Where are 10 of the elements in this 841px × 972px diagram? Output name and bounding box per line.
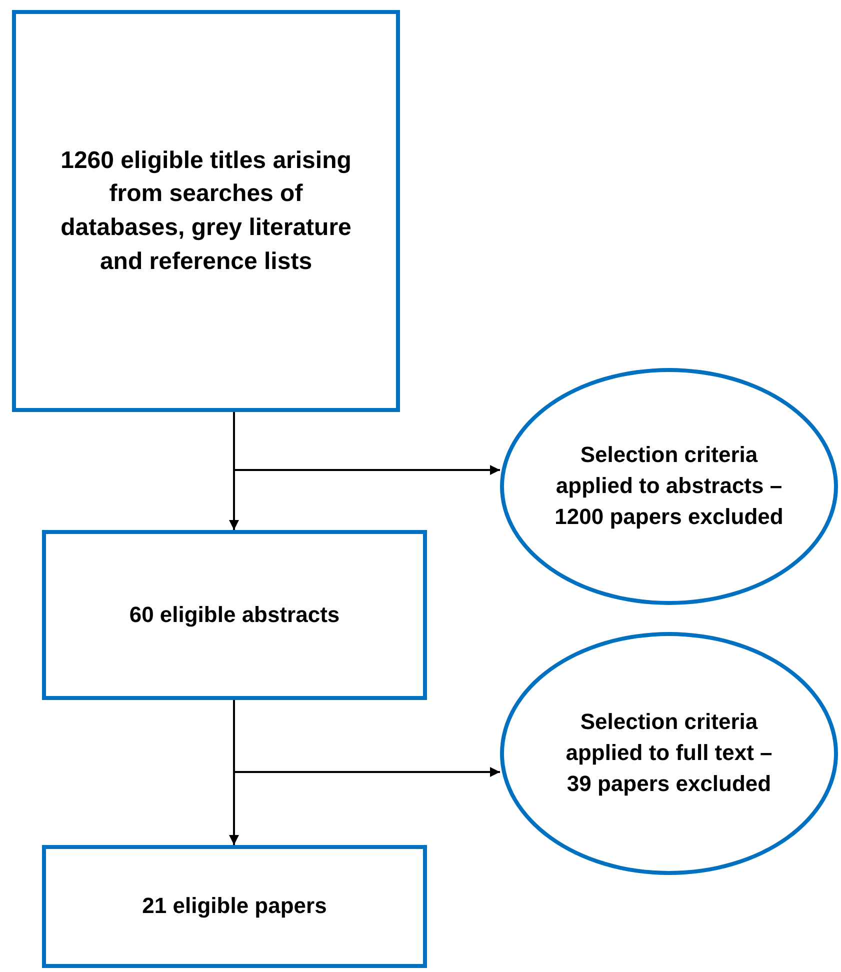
node-text: Selection criteria applied to abstracts – 1200 papers excluded xyxy=(554,441,784,531)
node-text: 1260 eligible titles arising from searches of databases, grey literature and reference lists xyxy=(60,146,352,277)
process-box xyxy=(42,530,427,700)
node-text: Selection criteria applied to full text – 39 papers excluded xyxy=(564,708,774,798)
node-text: 21 eligible papers xyxy=(142,892,327,920)
process-box xyxy=(12,10,400,412)
arrow xyxy=(233,700,500,777)
process-box xyxy=(42,845,427,968)
arrow xyxy=(233,412,500,475)
node-text: 60 eligible abstracts xyxy=(129,600,340,629)
